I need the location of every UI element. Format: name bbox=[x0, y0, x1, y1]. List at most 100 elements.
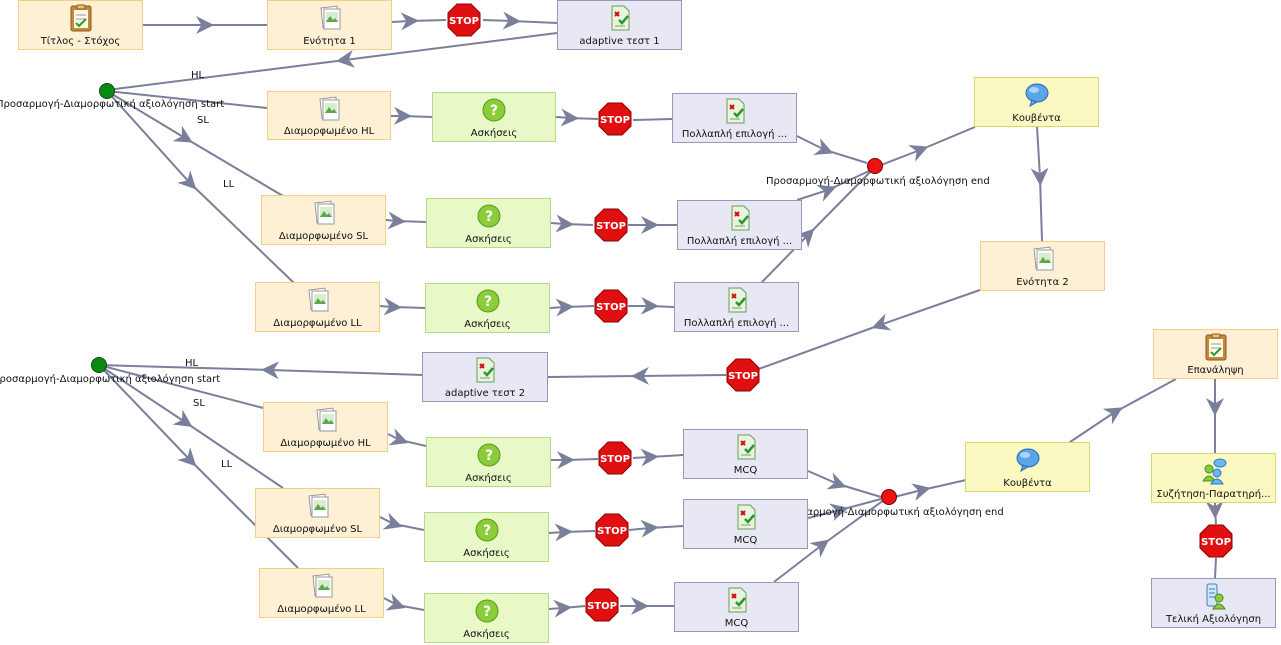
activity-diam-sl-1[interactable]: Διαμορφωμένο SL bbox=[261, 195, 386, 245]
activity-diam-sl-2[interactable]: Διαμορφωμένο SL bbox=[255, 488, 380, 538]
connector-line bbox=[632, 448, 684, 467]
svg-text:?: ? bbox=[482, 604, 490, 620]
svg-text:?: ? bbox=[490, 103, 498, 119]
connector-line bbox=[551, 451, 599, 470]
activity-mcq-ll-2[interactable]: MCQ bbox=[674, 582, 799, 632]
resource-page-icon bbox=[307, 287, 328, 312]
connector-line bbox=[761, 166, 876, 283]
stop-gate[interactable]: STOP bbox=[595, 513, 629, 547]
gate-start-1[interactable] bbox=[99, 83, 115, 99]
resource-page-icon bbox=[315, 407, 336, 432]
activity-adaptive-test2[interactable]: adaptive τεστ 2 bbox=[422, 352, 548, 402]
activity-unit2[interactable]: Ενότητα 2 bbox=[980, 241, 1105, 291]
connector-line bbox=[632, 118, 673, 121]
stop-text: STOP bbox=[600, 115, 630, 126]
activity-label: Ασκήσεις bbox=[465, 234, 512, 245]
activity-multi-hl-1[interactable]: Πολλαπλή επιλογή ... bbox=[672, 93, 797, 143]
gate-start-2[interactable] bbox=[91, 357, 107, 373]
activity-unit1[interactable]: Ενότητα 1 bbox=[267, 0, 392, 50]
activity-repetition[interactable]: Επανάληψη bbox=[1153, 329, 1278, 379]
connector-line bbox=[391, 12, 447, 31]
stop-gate[interactable]: STOP bbox=[1199, 524, 1233, 558]
activity-mcq-sl-2[interactable]: MCQ bbox=[683, 499, 808, 549]
activity-multi-sl-1[interactable]: Πολλαπλή επιλογή ... bbox=[677, 200, 802, 250]
activity-discussion[interactable]: Συζήτηση-Παρατηρή... bbox=[1151, 453, 1276, 503]
quiz-sheet-icon bbox=[726, 98, 744, 124]
activity-label: Διαμορφωμένο SL bbox=[272, 524, 363, 535]
activity-diam-ll-1[interactable]: Διαμορφωμένο LL bbox=[255, 282, 380, 332]
stop-gate[interactable]: STOP bbox=[598, 102, 632, 136]
activity-ask-ll-2[interactable]: ? Ασκήσεις bbox=[424, 593, 549, 643]
connector-line bbox=[106, 90, 284, 197]
activity-multi-ll-1[interactable]: Πολλαπλή επιλογή ... bbox=[674, 282, 799, 332]
activity-label: Τελική Αξιολόγηση bbox=[1165, 614, 1262, 625]
activity-diam-hl-2[interactable]: Διαμορφωμένο HL bbox=[263, 402, 388, 452]
gate-label-end-1: Προσαρμογή-Διαμορφωτική αξιολόγηση end bbox=[766, 176, 990, 187]
activity-label: adaptive τεστ 1 bbox=[579, 36, 660, 47]
connector-line bbox=[796, 170, 870, 202]
activity-label: Διαμορφωμένο LL bbox=[273, 318, 362, 329]
connector-line bbox=[550, 214, 594, 233]
stop-gate[interactable]: STOP bbox=[594, 208, 628, 242]
question-mark-icon: ? bbox=[475, 518, 498, 542]
chat-bubble-icon bbox=[1025, 83, 1048, 108]
activity-label: MCQ bbox=[724, 618, 749, 629]
stop-gate[interactable]: STOP bbox=[598, 441, 632, 475]
quiz-sheet-icon bbox=[728, 287, 746, 313]
svg-text:?: ? bbox=[484, 209, 492, 225]
activity-label: Διαμορφωμένο HL bbox=[283, 126, 375, 137]
activity-label: Ασκήσεις bbox=[463, 548, 510, 559]
activity-title-goal[interactable]: Τίτλος - Στόχος bbox=[18, 0, 143, 50]
activity-label: Τίτλος - Στόχος bbox=[40, 36, 121, 47]
stop-text: STOP bbox=[449, 16, 479, 27]
activity-chat1[interactable]: Κουβέντα bbox=[974, 77, 1099, 127]
activity-diam-hl-1[interactable]: Διαμορφωμένο HL bbox=[267, 91, 391, 140]
connector-line bbox=[628, 519, 684, 538]
activity-label: Ενότητα 1 bbox=[303, 36, 356, 47]
connector-line bbox=[482, 11, 558, 30]
activity-label: Ασκήσεις bbox=[470, 128, 518, 139]
stop-gate[interactable]: STOP bbox=[447, 3, 481, 37]
branch-label-sl: SL bbox=[197, 115, 209, 126]
connector-line bbox=[379, 297, 427, 316]
connector-line bbox=[807, 498, 882, 521]
gate-end-2[interactable] bbox=[881, 489, 897, 505]
gate-label-end-2: Προσαρμογή-Διαμορφωτική αξιολόγηση end bbox=[780, 507, 1004, 518]
activity-chat2[interactable]: Κουβέντα bbox=[965, 442, 1090, 492]
quiz-sheet-icon bbox=[737, 434, 755, 460]
stop-gate[interactable]: STOP bbox=[594, 289, 628, 323]
activity-label: Ενότητα 2 bbox=[1016, 277, 1069, 288]
quiz-sheet-icon bbox=[611, 5, 629, 31]
connector-line bbox=[98, 364, 284, 489]
stop-text: STOP bbox=[597, 526, 627, 537]
activity-ask-ll-1[interactable]: ? Ασκήσεις bbox=[425, 283, 550, 333]
svg-text:?: ? bbox=[484, 448, 492, 464]
connector-line bbox=[1069, 378, 1177, 443]
quiz-sheet-icon bbox=[737, 504, 755, 530]
activity-label: Κουβέντα bbox=[1012, 113, 1061, 124]
activity-adaptive-test1[interactable]: adaptive τεστ 1 bbox=[557, 0, 682, 50]
svg-text:?: ? bbox=[482, 523, 490, 539]
connector-line bbox=[741, 289, 981, 376]
connector-line bbox=[889, 479, 967, 501]
question-mark-icon: ? bbox=[482, 98, 506, 122]
quiz-sheet-icon bbox=[731, 205, 749, 231]
activity-diam-ll-2[interactable]: Διαμορφωμένο LL bbox=[259, 568, 384, 618]
activity-ask-hl-1[interactable]: ? Ασκήσεις bbox=[432, 92, 556, 142]
stop-gate[interactable]: STOP bbox=[726, 358, 760, 392]
question-mark-icon: ? bbox=[475, 599, 498, 623]
gate-label-start-1: Προσαρμογή-Διαμορφωτική αξιολόγηση start bbox=[0, 99, 225, 110]
activity-mcq-hl-2[interactable]: MCQ bbox=[683, 429, 808, 479]
branch-label-sl: SL bbox=[193, 398, 205, 409]
assessment-icon bbox=[1206, 583, 1226, 610]
activity-label: MCQ bbox=[733, 535, 758, 546]
connector-line bbox=[106, 90, 268, 109]
activity-ask-hl-2[interactable]: ? Ασκήσεις bbox=[426, 437, 551, 487]
gate-end-1[interactable] bbox=[867, 158, 883, 174]
stop-gate[interactable]: STOP bbox=[585, 588, 619, 622]
branch-label-hl: HL bbox=[191, 70, 205, 81]
activity-ask-sl-1[interactable]: ? Ασκήσεις bbox=[426, 198, 551, 248]
activity-final-assessment[interactable]: Τελική Αξιολόγηση bbox=[1151, 578, 1276, 628]
activity-ask-sl-2[interactable]: ? Ασκήσεις bbox=[424, 512, 549, 562]
activity-label: Πολλαπλή επιλογή ... bbox=[683, 318, 790, 329]
